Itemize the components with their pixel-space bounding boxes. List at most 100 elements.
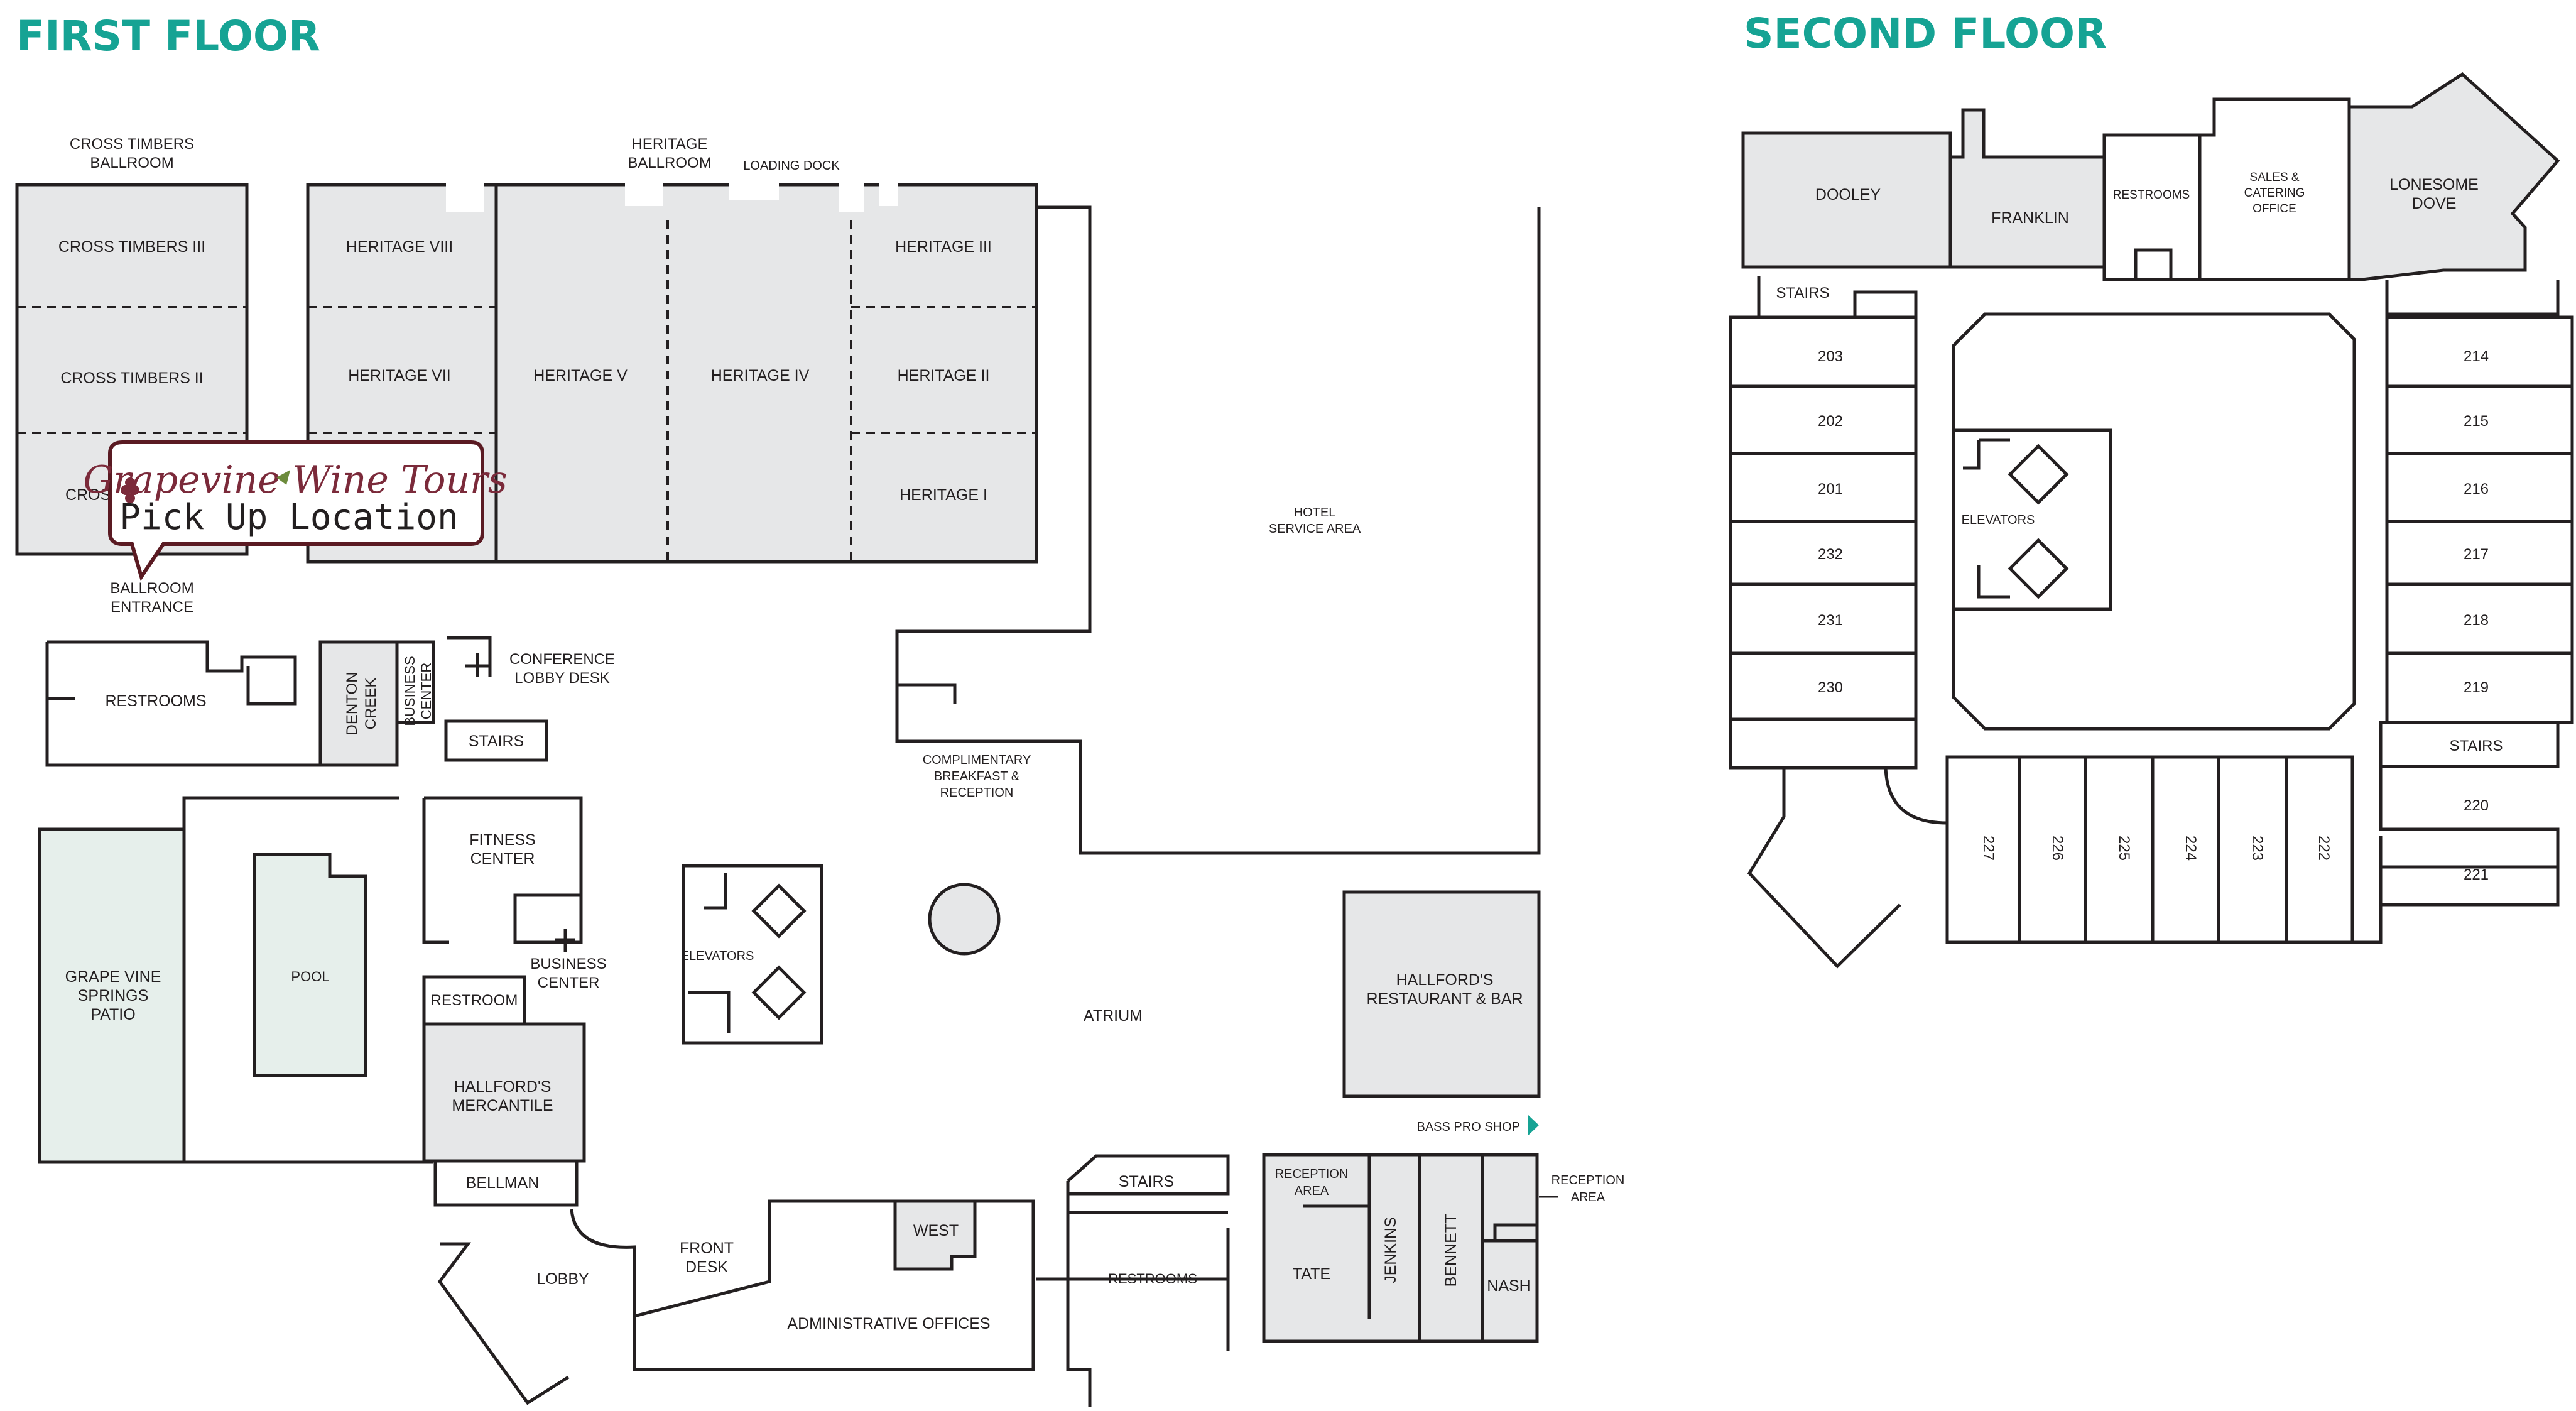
lonesome-dove-label-1: LONESOME xyxy=(2389,176,2479,193)
elevators-second-label: ELEVATORS xyxy=(1962,513,2035,527)
ballroom-entrance-label-2: ENTRANCE xyxy=(111,599,193,616)
ballroom-entrance-label-1: BALLROOM xyxy=(110,580,193,597)
restrooms-second-room xyxy=(2102,133,2202,281)
room-224-label: 224 xyxy=(2182,836,2199,861)
room-232-label: 232 xyxy=(1818,546,1843,563)
room-220-label: 220 xyxy=(2464,797,2489,814)
bennett-label: BENNETT xyxy=(1442,1214,1460,1287)
denton-creek-label-2: CREEK xyxy=(362,678,379,730)
pool-label: POOL xyxy=(291,969,329,984)
room-215-label: 215 xyxy=(2464,413,2489,430)
business-center-label-1: BUSINESS xyxy=(530,956,606,972)
conference-lobby-desk-label-2: LOBBY DESK xyxy=(514,670,610,687)
reception-area-right-label-1: RECEPTION xyxy=(1552,1174,1625,1187)
heritage-ii-label: HERITAGE II xyxy=(898,367,990,384)
restaurant-label-1: HALLFORD'S xyxy=(1396,971,1494,989)
fitness-center-label-1: FITNESS xyxy=(469,831,536,849)
reception-area-left-label-1: RECEPTION xyxy=(1275,1167,1349,1181)
elevator-shafts-second xyxy=(1963,438,2069,599)
stairs-south-label: STAIRS xyxy=(1119,1173,1174,1190)
restrooms-south-label: RESTROOMS xyxy=(1108,1271,1197,1287)
bass-pro-shop-label: BASS PRO SHOP xyxy=(1417,1120,1521,1134)
restrooms-label: RESTROOMS xyxy=(105,692,206,710)
breakfast-label-3: RECEPTION xyxy=(940,786,1014,800)
second-floor-heading: SECOND FLOOR xyxy=(1744,9,2107,58)
fitness-center-wall xyxy=(422,796,583,944)
dooley-room xyxy=(1741,131,1952,269)
room-230-label: 230 xyxy=(1818,679,1843,696)
grapevine-wine-tours-script: Grapevine Wine Tours xyxy=(83,458,507,502)
heritage-ballroom-label-1: HERITAGE xyxy=(632,136,708,153)
patio-label-3: PATIO xyxy=(90,1006,135,1023)
loading-dock-label: LOADING DOCK xyxy=(743,159,840,173)
fitness-center-label-2: CENTER xyxy=(470,850,535,868)
dooley-label: DOOLEY xyxy=(1815,186,1881,204)
west-label: WEST xyxy=(913,1222,959,1239)
administrative-offices-label: ADMINISTRATIVE OFFICES xyxy=(787,1315,990,1332)
conference-desk-wall xyxy=(447,636,492,677)
business-center-marker xyxy=(555,929,575,952)
sales-catering-label-2: CATERING xyxy=(2244,187,2305,200)
room-219-label: 219 xyxy=(2464,679,2489,696)
heritage-vii-label: HERITAGE VII xyxy=(348,367,450,384)
front-desk-label-2: DESK xyxy=(685,1258,728,1276)
mercantile-label-1: HALLFORD'S xyxy=(454,1078,552,1096)
patio-label-1: GRAPE VINE xyxy=(65,968,161,986)
cross-timbers-ballroom-label-2: BALLROOM xyxy=(90,155,173,172)
south-meeting-rooms xyxy=(1262,1153,1539,1343)
heritage-viii-label: HERITAGE VIII xyxy=(346,238,453,256)
hotel-service-area-label-1: HOTEL xyxy=(1294,506,1336,520)
stairs-label: STAIRS xyxy=(469,733,524,750)
patio-label-2: SPRINGS xyxy=(78,987,149,1005)
atrium-label: ATRIUM xyxy=(1084,1007,1143,1025)
elevators-first-floor xyxy=(682,864,823,1045)
right-room-column xyxy=(2379,315,2574,768)
sales-catering-room xyxy=(2198,97,2351,281)
lonesome-dove-label-2: DOVE xyxy=(2412,195,2457,212)
pickup-location-badge: Grapevine Wine Tours Pick Up Location xyxy=(83,440,508,582)
breakfast-label-2: BREAKFAST & xyxy=(934,770,1020,783)
heritage-iii-label: HERITAGE III xyxy=(895,238,992,256)
elevator-shafts xyxy=(688,873,807,1033)
first-floor-heading: FIRST FLOOR xyxy=(16,12,320,60)
pool-area-wall xyxy=(182,796,433,1164)
grape-vine-springs-patio xyxy=(38,827,186,1164)
room-227-label: 227 xyxy=(1980,836,1997,861)
room-221-label: 221 xyxy=(2464,866,2489,883)
restrooms-second-wall xyxy=(2134,248,2173,280)
bellman-label: BELLMAN xyxy=(466,1174,540,1192)
denton-creek-room xyxy=(318,640,399,767)
sales-catering-label-3: OFFICE xyxy=(2253,202,2296,215)
stairs-restrooms-south-wall xyxy=(1036,1154,1230,1407)
franklin-room xyxy=(1948,108,2106,269)
restrooms-wall xyxy=(45,640,320,767)
business-center-vertical-room xyxy=(395,640,435,724)
hotel-service-area-wall xyxy=(895,205,1541,855)
breakfast-wall xyxy=(897,683,957,704)
nash-label: NASH xyxy=(1487,1277,1530,1295)
grape-logo-icon xyxy=(121,470,290,503)
room-201-label: 201 xyxy=(1818,481,1843,498)
cross-timbers-iii-label: CROSS TIMBERS III xyxy=(58,238,205,256)
room-231-label: 231 xyxy=(1818,612,1843,629)
breakfast-label-1: COMPLIMENTARY xyxy=(923,753,1031,767)
reception-area-left-label-2: AREA xyxy=(1295,1184,1329,1198)
room-217-label: 217 xyxy=(2464,546,2489,563)
business-center-v-label-1: BUSINESS xyxy=(402,656,418,726)
stairs-room xyxy=(444,719,548,762)
room-203-label: 203 xyxy=(1818,348,1843,365)
cross-timbers-ii-label: CROSS TIMBERS II xyxy=(60,369,203,387)
cross-timbers-ballroom-label-1: CROSS TIMBERS xyxy=(70,136,194,153)
front-desk-label-1: FRONT xyxy=(680,1239,734,1257)
restaurant-label-2: RESTAURANT & BAR xyxy=(1366,990,1523,1008)
jenkins-label: JENKINS xyxy=(1382,1217,1399,1283)
room-226-label: 226 xyxy=(2049,836,2066,861)
room-218-label: 218 xyxy=(2464,612,2489,629)
pool xyxy=(253,853,367,1077)
bass-pro-arrow-icon xyxy=(1528,1114,1539,1136)
elevators-first-label: ELEVATORS xyxy=(681,949,754,963)
bellman-room xyxy=(433,1159,579,1207)
denton-creek-label-1: DENTON xyxy=(344,672,361,736)
room-225-label: 225 xyxy=(2116,836,2133,861)
